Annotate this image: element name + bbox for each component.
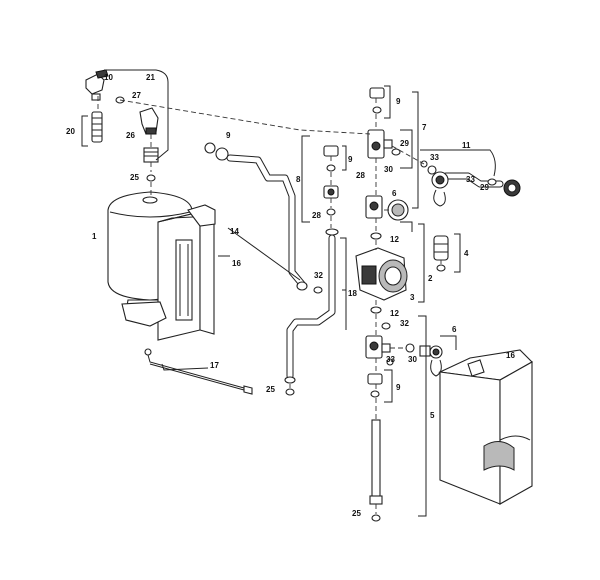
label-25-bottom: 25 bbox=[352, 509, 361, 518]
label-33-top: 33 bbox=[430, 153, 439, 162]
label-18: 18 bbox=[348, 289, 357, 298]
label-30-bottom: 30 bbox=[408, 355, 417, 364]
label-4: 4 bbox=[464, 249, 469, 258]
label-28-valve: 28 bbox=[356, 171, 365, 180]
pipe-18 bbox=[284, 228, 339, 396]
label-20: 20 bbox=[66, 127, 75, 136]
label-5: 5 bbox=[430, 411, 435, 420]
label-9-pipe: 9 bbox=[348, 155, 353, 164]
label-2: 2 bbox=[428, 274, 433, 283]
pipe-14 bbox=[204, 142, 323, 294]
mounting-bracket bbox=[121, 204, 216, 341]
label-29-right: 29 bbox=[480, 183, 489, 192]
label-30-top: 30 bbox=[384, 165, 393, 174]
label-6-bottom: 6 bbox=[452, 325, 457, 334]
sensor-probe-17 bbox=[144, 348, 253, 395]
fittings-top-left bbox=[85, 69, 159, 182]
label-25-left: 25 bbox=[130, 173, 139, 182]
label-7: 7 bbox=[422, 123, 427, 132]
label-32-valve: 32 bbox=[400, 319, 409, 328]
grouping-braces bbox=[81, 69, 496, 517]
label-17: 17 bbox=[210, 361, 219, 370]
label-28-pipe: 28 bbox=[312, 211, 321, 220]
label-33-bottom: 33 bbox=[386, 355, 395, 364]
label-14: 14 bbox=[230, 227, 239, 236]
label-9-top: 9 bbox=[396, 97, 401, 106]
label-10: 10 bbox=[104, 73, 113, 82]
label-32-pipe: 32 bbox=[314, 271, 323, 280]
label-26: 26 bbox=[126, 131, 135, 140]
label-9-bottom: 9 bbox=[396, 383, 401, 392]
label-25-pipe: 25 bbox=[266, 385, 275, 394]
label-29-top: 29 bbox=[400, 139, 409, 148]
label-1: 1 bbox=[92, 232, 97, 241]
label-8: 8 bbox=[296, 175, 301, 184]
part-labels: 1 2 3 4 5 6 6 7 8 9 9 9 9 10 11 12 12 14… bbox=[66, 73, 515, 518]
leader-lines bbox=[97, 96, 442, 514]
label-21: 21 bbox=[146, 73, 155, 82]
label-33-mid: 33 bbox=[466, 175, 475, 184]
label-9-left: 9 bbox=[226, 131, 231, 140]
label-16-left: 16 bbox=[232, 259, 241, 268]
label-16-right: 16 bbox=[506, 351, 515, 360]
label-6-top: 6 bbox=[392, 189, 397, 198]
label-11: 11 bbox=[462, 141, 471, 150]
fittings-8 bbox=[323, 145, 339, 216]
label-12-top: 12 bbox=[390, 235, 399, 244]
label-27: 27 bbox=[132, 91, 141, 100]
label-3: 3 bbox=[410, 293, 415, 302]
pump-assembly bbox=[355, 87, 409, 522]
label-12-bottom: 12 bbox=[390, 309, 399, 318]
front-casing bbox=[438, 349, 533, 505]
right-fittings bbox=[405, 160, 521, 377]
